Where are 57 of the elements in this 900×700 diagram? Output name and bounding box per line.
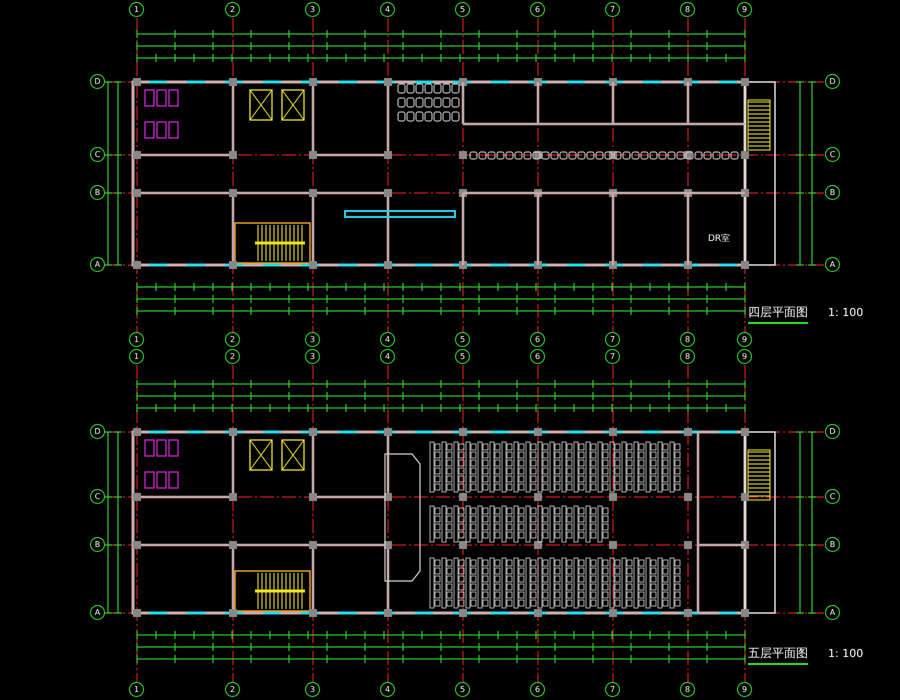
axis-bubble: 2 [225,2,240,17]
room-label: DR室 [708,232,730,245]
axis-bubble: D [825,74,840,89]
axis-bubble: 6 [530,682,545,697]
axis-bubble: 3 [305,349,320,364]
axis-bubble: 2 [225,682,240,697]
axis-bubble: 4 [380,332,395,347]
axis-bubble: 1 [129,332,144,347]
axis-bubble: 9 [737,349,752,364]
axis-bubble: 6 [530,332,545,347]
axis-bubble: 7 [605,2,620,17]
plan-title: 四层平面图 [748,304,808,324]
axis-bubble: 9 [737,2,752,17]
axis-bubble: B [825,185,840,200]
axis-bubble: 8 [680,332,695,347]
axis-bubble: 1 [129,682,144,697]
axis-bubble: C [90,489,105,504]
axis-bubble: 4 [380,2,395,17]
axis-bubble: A [90,605,105,620]
axis-bubble: 1 [129,349,144,364]
axis-bubble: 4 [380,682,395,697]
axis-bubble: 3 [305,682,320,697]
axis-bubble: 5 [455,332,470,347]
axis-bubble: 4 [380,349,395,364]
axis-bubble: B [90,185,105,200]
axis-bubble: 7 [605,682,620,697]
axis-bubble: 5 [455,2,470,17]
axis-bubble: 8 [680,682,695,697]
axis-bubble: A [825,257,840,272]
scale-label: 1: 100 [828,306,864,319]
axis-bubble: C [825,489,840,504]
axis-bubble: 5 [455,682,470,697]
axis-bubble: 9 [737,332,752,347]
axis-bubble: B [825,537,840,552]
plan-title: 五层平面图 [748,645,808,665]
axis-bubble: C [825,147,840,162]
axis-bubble: 9 [737,682,752,697]
axis-bubble: B [90,537,105,552]
axis-bubble: 7 [605,349,620,364]
axis-bubble: C [90,147,105,162]
axis-bubble: 2 [225,332,240,347]
axis-bubble: 6 [530,349,545,364]
axis-bubble: 8 [680,349,695,364]
axis-bubble: 6 [530,2,545,17]
axis-bubble: 3 [305,2,320,17]
scale-label: 1: 100 [828,647,864,660]
axis-bubble: 8 [680,2,695,17]
axis-bubble: D [825,424,840,439]
axis-bubble: 5 [455,349,470,364]
axis-bubble: 7 [605,332,620,347]
axis-bubble: 3 [305,332,320,347]
axis-bubble: D [90,74,105,89]
axis-bubble: A [825,605,840,620]
axis-bubble: A [90,257,105,272]
axis-bubble: 2 [225,349,240,364]
axis-bubble: 1 [129,2,144,17]
axis-bubble: D [90,424,105,439]
